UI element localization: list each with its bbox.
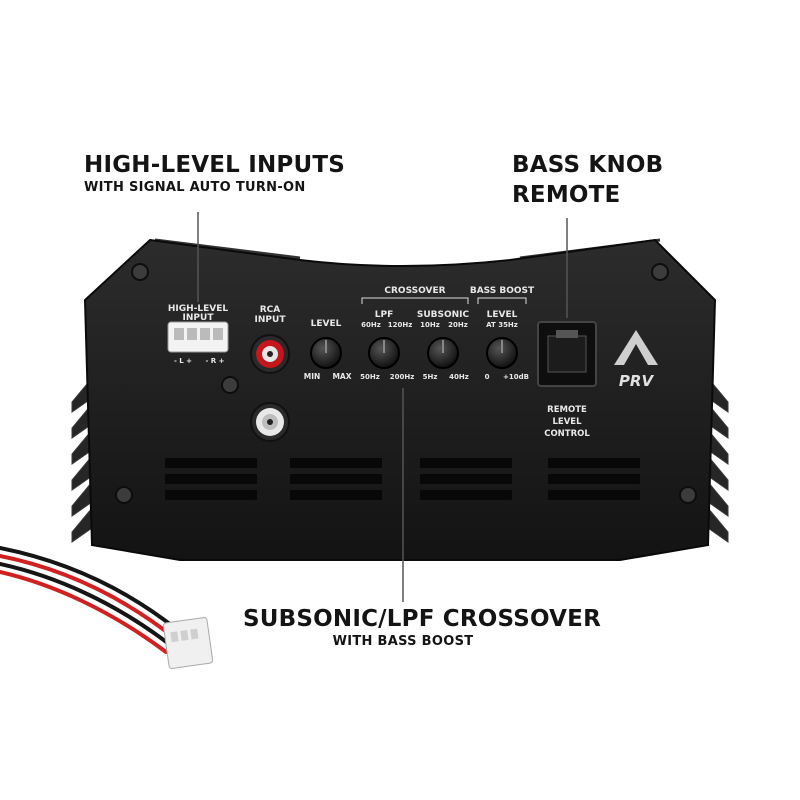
crossover-callout: SUBSONIC/LPF CROSSOVER WITH BASS BOOST	[243, 604, 602, 649]
remote-label-1: REMOTE	[547, 405, 587, 415]
bass-knob-callout: BASS KNOB REMOTE	[512, 150, 663, 210]
level-max-label: MAX	[332, 372, 351, 381]
callout-lines	[197, 212, 568, 602]
screws	[115, 263, 697, 504]
rca-jack-white[interactable]	[250, 402, 290, 442]
bass-knob-callout-line2: REMOTE	[512, 182, 621, 208]
high-level-input-connector[interactable]	[167, 321, 229, 353]
bass-boost-group-label: BASS BOOST	[470, 286, 535, 296]
subsonic-top-right-label: 20Hz	[448, 321, 468, 329]
prv-logo: PRV	[614, 330, 658, 390]
high-level-callout-subtitle: WITH SIGNAL AUTO TURN-ON	[84, 180, 306, 195]
lpf-min-label: 50Hz	[360, 373, 380, 381]
pins-right-label: - R +	[205, 357, 224, 365]
rca-jack-red[interactable]	[250, 334, 290, 374]
high-level-callout: HIGH-LEVEL INPUTS WITH SIGNAL AUTO TURN-…	[84, 150, 345, 195]
crossover-group-label: CROSSOVER	[384, 286, 445, 296]
bass-boost-max-label: +10dB	[503, 373, 529, 381]
subsonic-top-left-label: 10Hz	[420, 321, 440, 329]
bass-boost-knob[interactable]	[486, 337, 518, 369]
lpf-top-left-label: 60Hz	[361, 321, 381, 329]
bass-boost-knob-label: LEVEL	[487, 310, 518, 320]
subsonic-max-label: 40Hz	[449, 373, 469, 381]
lpf-knob-label: LPF	[375, 310, 393, 320]
wire-plug	[162, 617, 214, 669]
level-knob[interactable]	[310, 337, 342, 369]
brand-text: PRV	[619, 372, 655, 390]
subsonic-min-label: 5Hz	[423, 373, 438, 381]
remote-port[interactable]	[537, 321, 597, 387]
subsonic-knob[interactable]	[427, 337, 459, 369]
bass-boost-min-label: 0	[485, 373, 490, 381]
lpf-max-label: 200Hz	[390, 373, 415, 381]
bass-boost-bracket	[477, 297, 527, 304]
lpf-top-right-label: 120Hz	[388, 321, 413, 329]
high-level-callout-title: HIGH-LEVEL INPUTS	[84, 152, 346, 178]
crossover-callout-title: SUBSONIC/LPF CROSSOVER	[243, 606, 602, 632]
bass-boost-sublabel: AT 35Hz	[486, 321, 518, 329]
rca-input-label-2: INPUT	[255, 315, 287, 325]
rca-input-label-1: RCA	[260, 305, 281, 315]
remote-label-3: CONTROL	[544, 429, 590, 439]
high-level-input-label-1: HIGH-LEVEL	[168, 304, 229, 314]
level-knob-label: LEVEL	[311, 319, 342, 329]
crossover-callout-subtitle: WITH BASS BOOST	[332, 634, 474, 649]
heatsink-fins-left	[71, 376, 93, 543]
level-min-label: MIN	[304, 372, 321, 381]
bass-knob-callout-line1: BASS KNOB	[512, 152, 664, 178]
wire-harness	[0, 546, 177, 654]
vent-slots	[165, 458, 640, 500]
subsonic-knob-label: SUBSONIC	[417, 310, 470, 320]
remote-label-2: LEVEL	[552, 417, 582, 427]
high-level-input-label-2: INPUT	[183, 313, 215, 323]
lpf-knob[interactable]	[368, 337, 400, 369]
crossover-bracket	[361, 297, 469, 304]
pins-left-label: - L +	[174, 357, 192, 365]
